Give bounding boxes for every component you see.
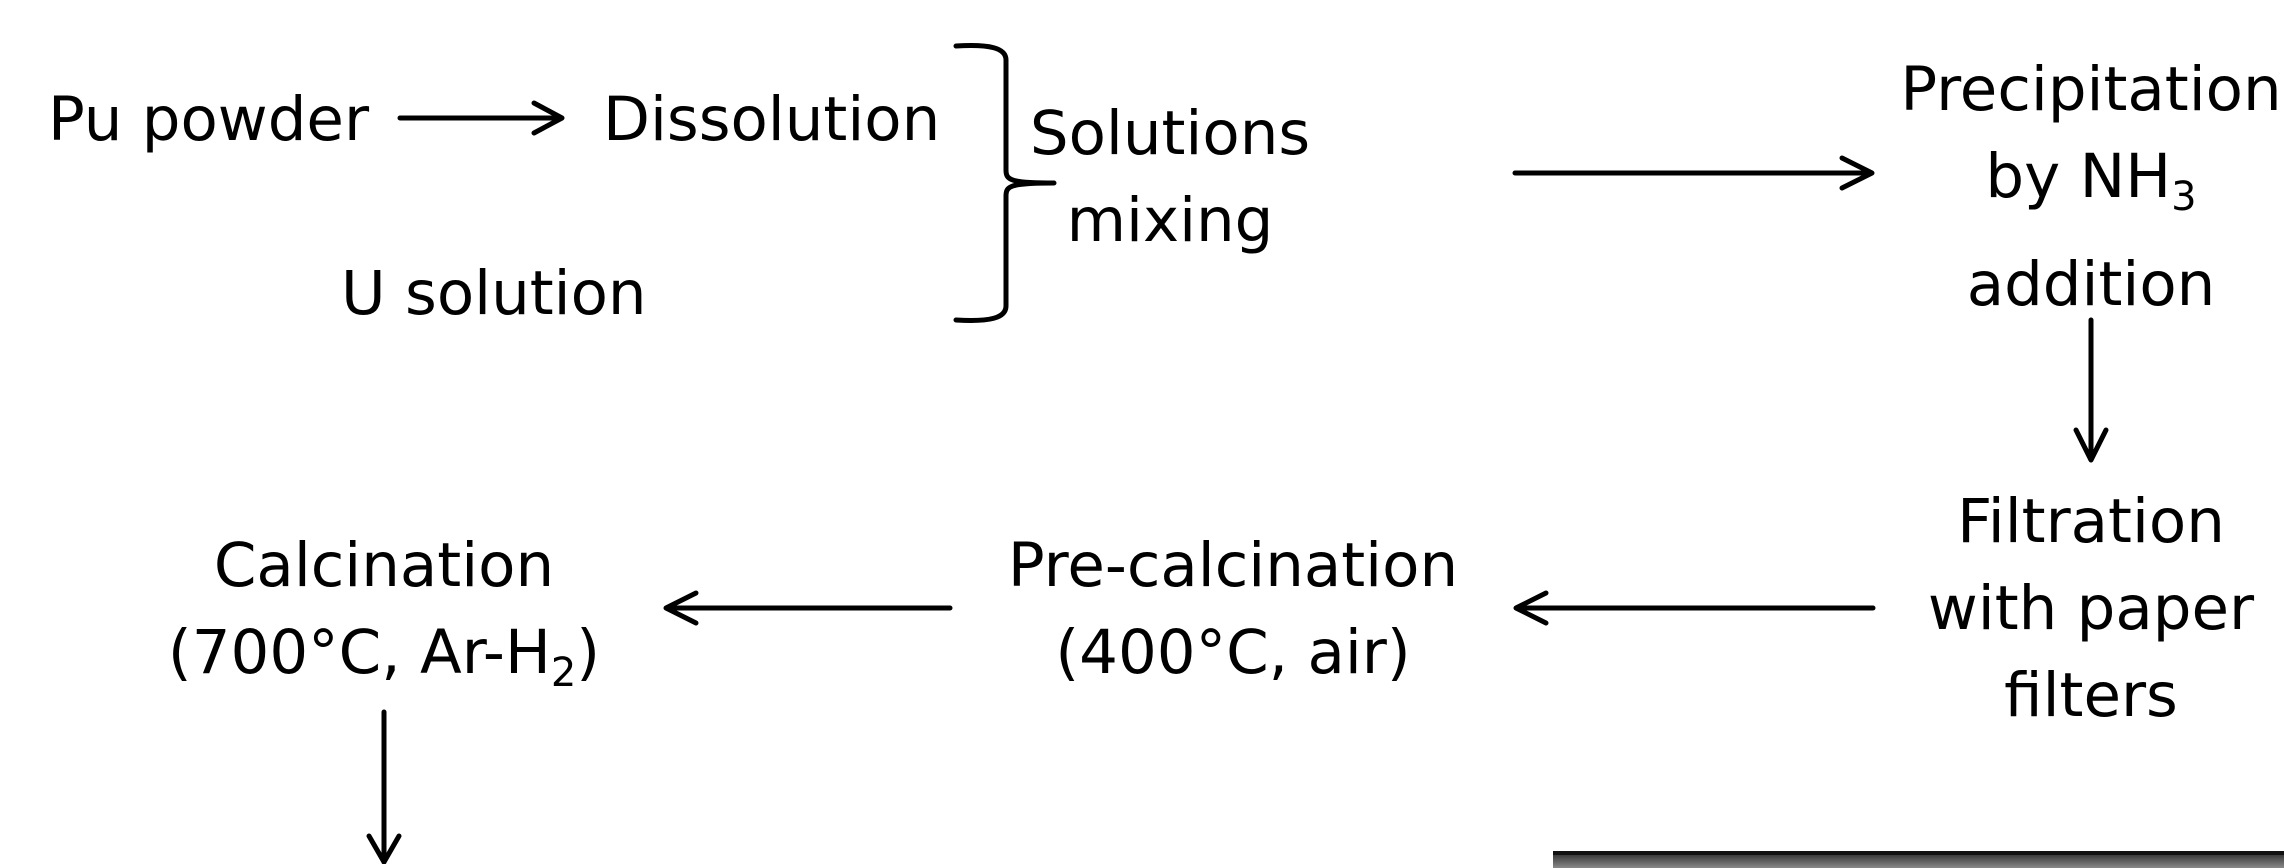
node-precipitation-line1: Precipitation [1900, 54, 2282, 125]
arrow-right-icon [397, 100, 565, 136]
image-panel-edge [1553, 851, 2284, 868]
arrow-right-icon [1512, 155, 1875, 191]
node-solutions-mixing: Solutions mixing [1020, 90, 1320, 264]
right-brace-icon [953, 43, 1057, 323]
node-dissolution: Dissolution [603, 84, 941, 155]
node-calcination-line1: Calcination [213, 530, 555, 601]
node-calcination-line2: (700°C, Ar-H2) [167, 617, 601, 697]
arrow-left-icon [1513, 590, 1876, 626]
node-precipitation-line2: by NH3 [1985, 141, 2197, 221]
node-pu-powder: Pu powder [48, 84, 370, 155]
arrow-down-icon [2073, 317, 2109, 463]
node-filtration: Filtration with paper filters [1891, 478, 2284, 739]
node-filtration-line3: filters [2004, 660, 2178, 731]
arrow-left-icon [663, 590, 953, 626]
arrow-down-icon [366, 709, 402, 864]
node-solutions-mixing-line1: Solutions [1029, 98, 1311, 169]
node-u-solution: U solution [341, 258, 647, 329]
node-pre-calcination-line1: Pre-calcination [1007, 530, 1459, 601]
node-precipitation-line3: addition [1966, 249, 2216, 321]
node-precipitation: Precipitation by NH3 addition [1891, 46, 2284, 328]
node-calcination: Calcination (700°C, Ar-H2) [154, 522, 614, 717]
node-pre-calcination-line2: (400°C, air) [1055, 617, 1411, 688]
node-filtration-line1: Filtration [1957, 486, 2225, 557]
node-solutions-mixing-line2: mixing [1066, 185, 1274, 256]
node-filtration-line2: with paper [1927, 573, 2255, 644]
node-pre-calcination: Pre-calcination (400°C, air) [993, 522, 1473, 696]
